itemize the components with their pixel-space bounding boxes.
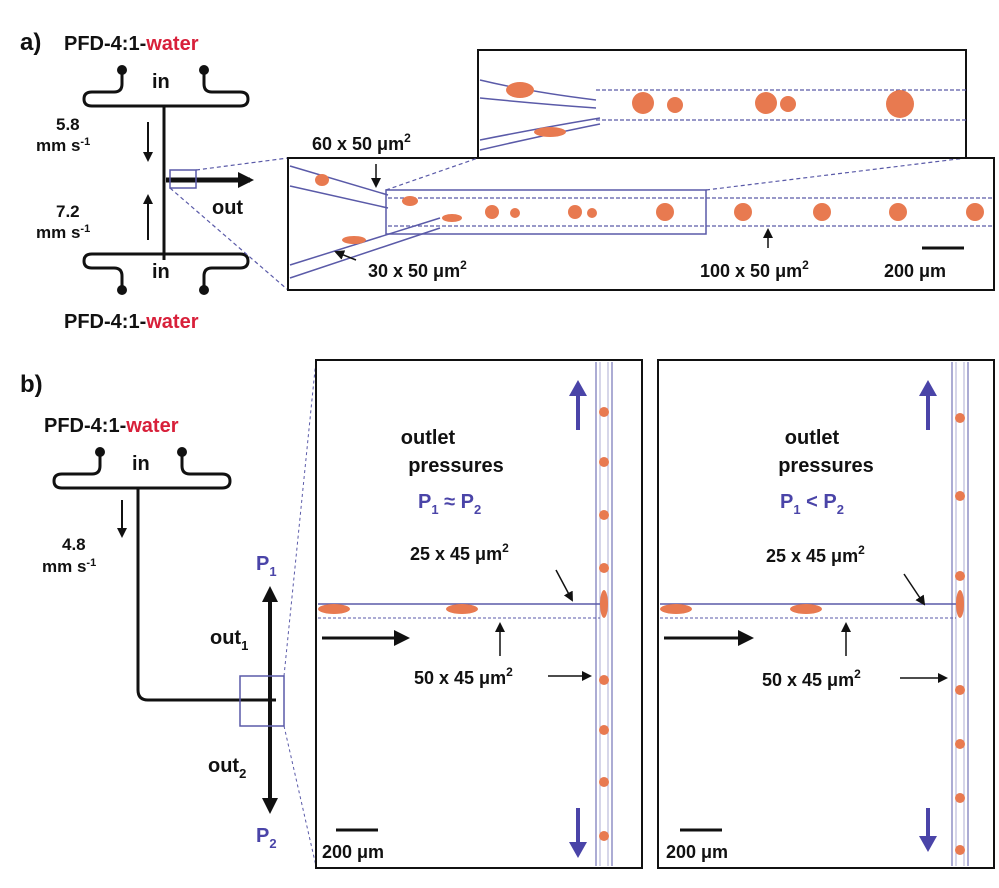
right-title-line2: pressures bbox=[778, 455, 874, 477]
panel-a-bottom-in-label: in bbox=[152, 261, 170, 283]
zoom-line-bottom bbox=[169, 187, 289, 291]
micrograph-left: outlet pressures P1 ≈ P2 25 x 45 μm2 50 … bbox=[315, 359, 643, 869]
panel-a-bottom-fluid-label: PFD-4:1-water bbox=[64, 311, 199, 333]
panel-b-in-label: in bbox=[132, 453, 150, 475]
panel-b-fluid-label: PFD-4:1-water bbox=[44, 415, 179, 437]
left-dim-main: 50 x 45 μm2 bbox=[414, 665, 513, 688]
micrograph-inset-frame bbox=[477, 49, 967, 159]
right-dim-narrow: 25 x 45 μm2 bbox=[766, 543, 865, 566]
right-title-line1: outlet bbox=[785, 427, 840, 449]
panel-b-flow-rate-value: 4.8 bbox=[62, 535, 86, 554]
micrograph-inset bbox=[477, 49, 967, 159]
droplets-main bbox=[315, 174, 984, 244]
panel-b-port-left bbox=[95, 447, 105, 457]
panel-a: a) PFD-4:1-water in in 5.8 mm s-1 7.2 mm… bbox=[20, 29, 995, 333]
droplets-inset bbox=[506, 82, 914, 137]
micrograph-right-frame bbox=[657, 359, 995, 869]
panel-b-label: b) bbox=[20, 371, 43, 398]
out2-label: out2 bbox=[208, 755, 246, 781]
out1-label: out1 bbox=[210, 627, 248, 653]
dim-bottom-channel: 30 x 50 μm2 bbox=[368, 258, 467, 281]
panel-a-out-label: out bbox=[212, 197, 243, 219]
top-inlet-manifold bbox=[82, 74, 250, 108]
zoom-line-top bbox=[195, 157, 289, 171]
top-inlet-port-left bbox=[117, 65, 127, 75]
junction-highlight-box bbox=[169, 169, 197, 189]
bottom-inlet-port-right bbox=[199, 285, 209, 295]
micrograph-left-frame bbox=[315, 359, 643, 869]
panel-a-label: a) bbox=[20, 29, 41, 56]
scale-bar-right-label: 200 μm bbox=[666, 842, 728, 862]
top-flow-rate-value: 5.8 bbox=[56, 115, 80, 134]
left-title-line2: pressures bbox=[408, 455, 504, 477]
p1-label: P1 bbox=[256, 553, 277, 579]
scale-bar-a-label: 200 μm bbox=[884, 261, 946, 281]
droplets-right-vertical bbox=[955, 413, 965, 855]
panel-b: b) PFD-4:1-water in 4.8 mm s-1 out1 out2… bbox=[20, 359, 995, 869]
dim-outlet-channel: 100 x 50 μm2 bbox=[700, 258, 809, 281]
panel-b-port-right bbox=[177, 447, 187, 457]
panel-b-flow-rate-unit: mm s-1 bbox=[42, 557, 96, 576]
right-pressure-relation: P1 < P2 bbox=[780, 491, 844, 517]
left-dim-narrow: 25 x 45 μm2 bbox=[410, 541, 509, 564]
left-pressure-relation: P1 ≈ P2 bbox=[418, 491, 481, 517]
bottom-flow-rate-unit: mm s-1 bbox=[36, 223, 90, 242]
top-flow-rate-unit: mm s-1 bbox=[36, 136, 90, 155]
dim-top-channel: 60 x 50 μm2 bbox=[312, 131, 411, 154]
bottom-inlet-port-left bbox=[117, 285, 127, 295]
panel-b-junction-box bbox=[239, 675, 285, 727]
left-title-line1: outlet bbox=[401, 427, 456, 449]
micrograph-main-frame bbox=[287, 157, 995, 291]
right-dim-main: 50 x 45 μm2 bbox=[762, 667, 861, 690]
droplets-left-vertical bbox=[599, 407, 609, 841]
bottom-flow-rate-value: 7.2 bbox=[56, 202, 80, 221]
scale-bar-left-label: 200 μm bbox=[322, 842, 384, 862]
micrograph-main bbox=[287, 157, 995, 291]
micrograph-right: outlet pressures P1 < P2 25 x 45 μm2 50 … bbox=[657, 359, 995, 869]
p2-label: P2 bbox=[256, 825, 277, 851]
panel-b-inlet-manifold bbox=[52, 456, 232, 490]
panel-a-top-fluid-label: PFD-4:1-water bbox=[64, 33, 199, 55]
top-inlet-port-right bbox=[199, 65, 209, 75]
panel-b-channel bbox=[136, 488, 276, 702]
panel-a-top-in-label: in bbox=[152, 71, 170, 93]
micrograph-zoom-box bbox=[385, 189, 707, 235]
bottom-inlet-manifold bbox=[82, 252, 250, 286]
